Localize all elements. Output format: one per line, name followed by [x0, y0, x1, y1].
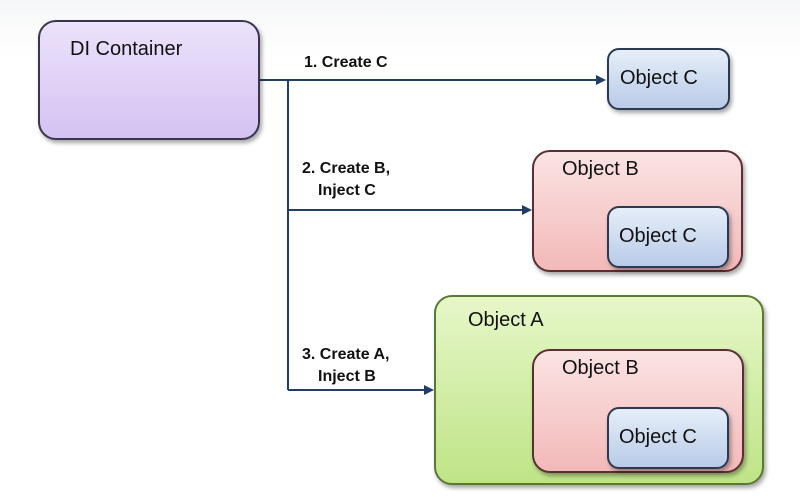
step-3-line-2: Inject B: [318, 368, 376, 385]
step-3-label: 3. Create A, Inject B: [302, 344, 389, 388]
nested-object-b-label: Object B: [562, 357, 639, 379]
step-3-line-1: 3. Create A,: [302, 346, 390, 363]
nested-object-c-box: Object C: [607, 206, 729, 268]
di-container-box: DI Container: [38, 20, 260, 140]
step-1-line-1: 1. Create C: [304, 54, 388, 71]
step-2-label: 2. Create B, Inject C: [302, 158, 390, 202]
object-b-box: Object B Object C: [532, 150, 743, 272]
deep-nested-object-c-label: Object C: [619, 426, 697, 448]
object-c-label: Object C: [620, 67, 698, 89]
step-2-line-2: Inject C: [318, 182, 376, 199]
step-2-line-1: 2. Create B,: [302, 160, 391, 177]
step-1-label: 1. Create C: [304, 52, 388, 74]
object-c-box: Object C: [607, 48, 730, 110]
di-container-label: DI Container: [70, 38, 183, 60]
object-a-label: Object A: [468, 309, 544, 331]
nested-object-b-box: Object B Object C: [532, 349, 744, 473]
nested-object-c-label: Object C: [619, 225, 697, 247]
deep-nested-object-c-box: Object C: [607, 407, 729, 469]
object-a-box: Object A Object B Object C: [434, 295, 764, 485]
object-b-label: Object B: [562, 158, 639, 180]
